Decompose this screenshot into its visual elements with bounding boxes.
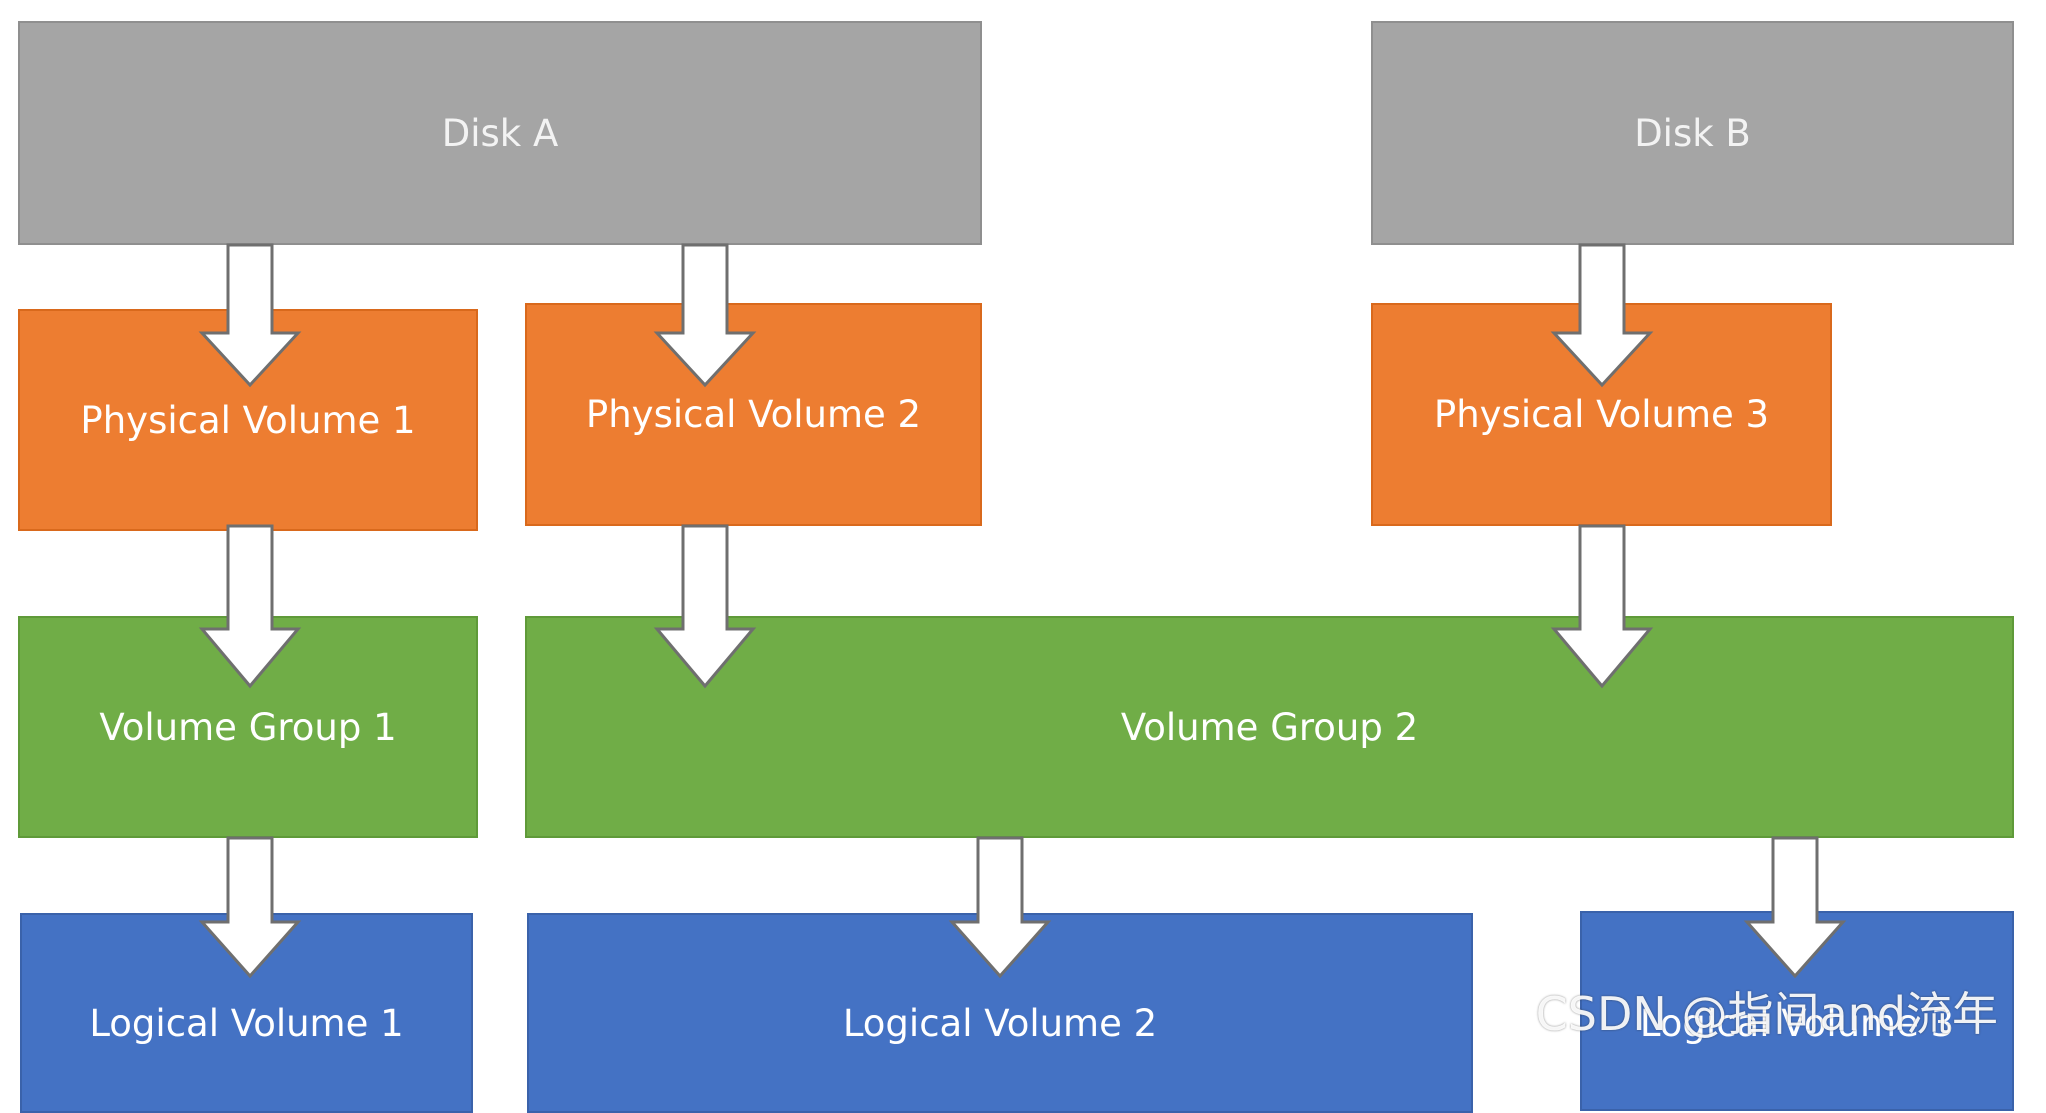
physical-volume-3-box: Physical Volume 3: [1371, 303, 1832, 526]
arrow-disk-a-to-pv1: [198, 243, 302, 388]
logical-volume-2-label: Logical Volume 2: [842, 1002, 1158, 1045]
physical-volume-1-label: Physical Volume 1: [80, 398, 416, 442]
disk-a-label: Disk A: [441, 111, 559, 155]
physical-volume-2-label: Physical Volume 2: [585, 393, 922, 436]
arrow-pv3-to-vg2: [1550, 524, 1654, 689]
volume-group-2-label: Volume Group 2: [1120, 705, 1419, 749]
disk-b-box: Disk B: [1371, 21, 2014, 245]
arrow-vg1-to-lv1: [198, 836, 302, 979]
arrow-disk-a-to-pv2: [653, 243, 757, 388]
arrow-pv2-to-vg2: [653, 524, 757, 689]
disk-a-box: Disk A: [18, 21, 982, 245]
physical-volume-3-label: Physical Volume 3: [1433, 393, 1770, 436]
logical-volume-3-label: Logical Volume 3: [1639, 1002, 1955, 1045]
disk-b-label: Disk B: [1634, 111, 1751, 155]
logical-volume-1-label: Logical Volume 1: [89, 1002, 404, 1045]
volume-group-1-label: Volume Group 1: [99, 705, 397, 749]
arrow-vg2-to-lv2: [948, 836, 1052, 979]
physical-volume-2-box: Physical Volume 2: [525, 303, 982, 526]
arrow-vg2-to-lv3: [1743, 836, 1847, 979]
volume-group-2-box: Volume Group 2: [525, 616, 2014, 838]
watermark-text: CSDN @指间and流年: [1535, 987, 1998, 1041]
arrow-pv1-to-vg1: [198, 524, 302, 689]
arrow-disk-b-to-pv3: [1550, 243, 1654, 388]
